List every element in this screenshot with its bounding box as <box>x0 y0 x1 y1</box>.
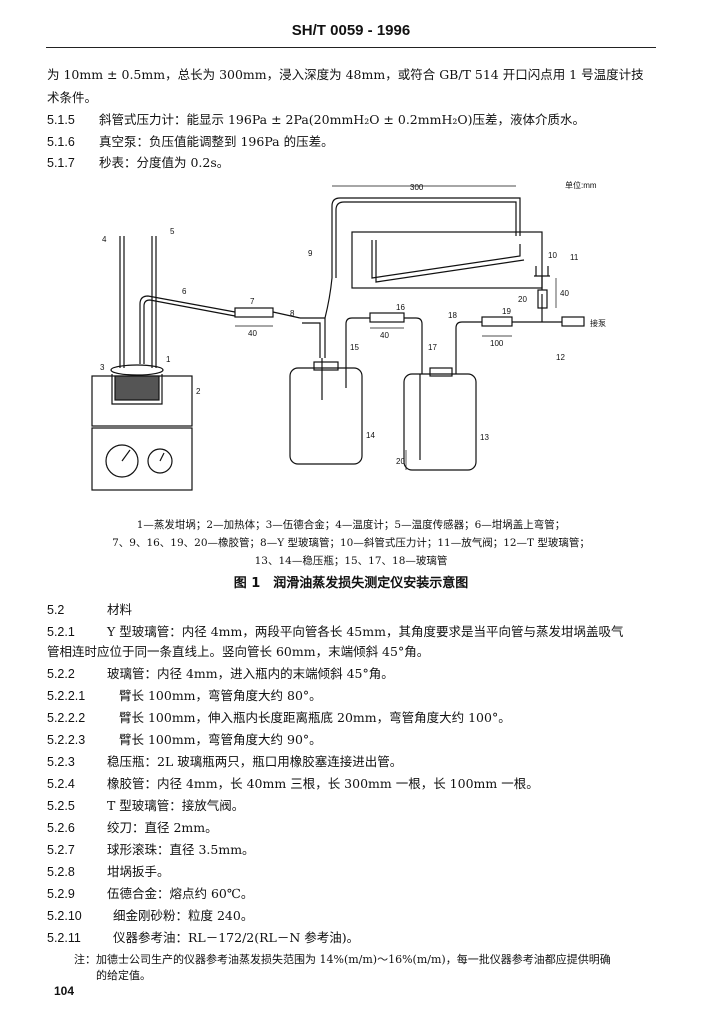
figure-title: 图 1 润滑油蒸发损失测定仪安装示意图 <box>233 576 469 591</box>
crucible <box>111 374 163 405</box>
rubber-tube-9 <box>324 197 521 319</box>
part-label-17: 17 <box>428 343 437 352</box>
part-label-10: 10 <box>548 251 557 260</box>
figure-caption-line: 13、14—稳压瓶；15、17、18—玻璃管 <box>254 555 448 567</box>
vent-valve <box>534 266 550 290</box>
pump-label: 接泵 <box>590 318 606 328</box>
dim-40-v: 40 <box>560 289 569 298</box>
part-label-11: 11 <box>570 253 579 262</box>
rubber-tube-7 <box>234 307 274 318</box>
dim-40-b: 40 <box>380 331 389 340</box>
y-tube <box>300 317 326 358</box>
figure-caption-line: 7、9、16、19、20—橡胶管；8—Y 型玻璃管；10—斜管式压力计；11—放… <box>112 537 590 549</box>
inclined-manometer <box>351 231 543 289</box>
rubber-tube-19 <box>481 316 513 327</box>
glass-pipe-17 <box>404 317 423 374</box>
part-label-2: 2 <box>196 387 201 396</box>
note-line: 注：加德士公司生产的仪器参考油蒸发损失范围为 14%(m/m)～16%(m/m)… <box>74 953 611 966</box>
part-label-3: 3 <box>100 363 105 372</box>
page-header: SH/T 0059 - 1996 <box>291 22 411 39</box>
part-label-13: 13 <box>480 433 489 442</box>
part-label-18: 18 <box>448 311 457 320</box>
dim-300: 300 <box>410 183 424 192</box>
part-label-19: 19 <box>502 307 511 316</box>
part-label-5: 5 <box>170 227 175 236</box>
part-label-8: 8 <box>290 309 295 318</box>
wood-alloy <box>114 375 160 401</box>
stabilizer-bottle-13 <box>403 373 477 471</box>
unit-label: 单位:mm <box>565 180 597 190</box>
note-line: 的给定值。 <box>96 969 151 982</box>
text-line: 为 10mm ± 0.5mm，总长为 300mm，浸入深度为 48mm，或符合 … <box>47 67 644 82</box>
part-label-14: 14 <box>366 431 375 440</box>
dim-20: 20 <box>396 457 405 466</box>
apparatus-diagram: 300 40 40 100 40 20 单位:mm 接泵 1 2 3 4 5 6… <box>91 180 606 491</box>
header-rule <box>46 47 656 48</box>
lid-bent-pipe <box>139 295 236 364</box>
stabilizer-bottle-14 <box>289 367 363 465</box>
figure-caption-line: 1—蒸发坩埚；2—加热体；3—伍德合金；4—温度计；5—温度传感器；6—坩埚盖上… <box>136 519 566 531</box>
part-label-1: 1 <box>166 355 171 364</box>
dim-40-a: 40 <box>248 329 257 338</box>
part-label-16: 16 <box>396 303 405 312</box>
part-label-6: 6 <box>182 287 187 296</box>
part-label-12: 12 <box>556 353 565 362</box>
text-line: 术条件。 <box>47 90 98 105</box>
glass-pipe-18 <box>455 321 482 374</box>
clause-5-2-1-cont: 管相连时应位于同一条直线上。竖向管长 60mm，末端倾斜 45°角。 <box>47 644 430 659</box>
control-panel <box>91 427 193 491</box>
part-label-4: 4 <box>102 235 107 244</box>
crucible-lid <box>110 364 164 376</box>
rubber-tube-16 <box>369 312 405 323</box>
page-number: 104 <box>54 984 75 998</box>
dim-100: 100 <box>490 339 504 348</box>
part-label-7: 7 <box>250 297 255 306</box>
part-label-20: 20 <box>518 295 527 304</box>
part-label-15: 15 <box>350 343 359 352</box>
part-label-9: 9 <box>308 249 313 258</box>
